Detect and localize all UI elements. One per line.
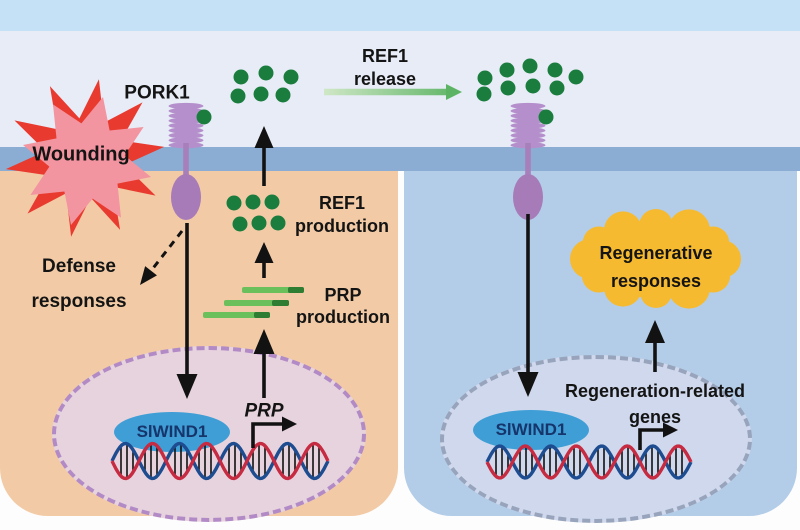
pork1-receptor-coil-right xyxy=(510,107,546,114)
arrow-dashed-defense xyxy=(149,230,184,272)
regenerative-cloud xyxy=(584,220,728,298)
pork1-receptor-kinase-domain-left xyxy=(171,174,201,220)
pork1-receptor-coil-left xyxy=(168,137,204,144)
label-regenerative-line2: responses xyxy=(610,271,702,291)
arrow-genes-to-regeneration-head xyxy=(645,320,665,343)
label-regeneration-line1: Regeneration-related xyxy=(564,381,746,401)
ref1-peptide-dot-cytoplasm xyxy=(270,215,286,231)
ref1-peptide-dot-released-right xyxy=(549,80,565,96)
ref1-peptide-dot-cytoplasm xyxy=(226,195,242,211)
pork1-receptor-coil-left xyxy=(168,117,204,124)
label-prp-gene: PRP xyxy=(244,400,284,422)
ref1-peptide-dot-cytoplasm xyxy=(264,194,280,210)
genes-transcription-arrow xyxy=(638,428,664,450)
arrow-ref1-secretion-head xyxy=(254,126,274,148)
pork1-receptor-coil-left xyxy=(168,132,204,139)
ref1-peptide-dot-released-right xyxy=(500,80,516,96)
ref1-peptide-dot-released-left xyxy=(283,69,299,85)
label-ref1-production-line2: production xyxy=(295,216,389,236)
ref1-peptide-dot-released-left xyxy=(253,86,269,102)
wounding-star-pink xyxy=(23,97,151,225)
slwind1-label-right: SlWIND1 xyxy=(495,420,567,439)
ref1-peptide-dot-released-left xyxy=(258,65,274,81)
pork1-receptor-coil-right xyxy=(510,137,546,144)
label-defense-line1: Defense xyxy=(42,256,116,277)
arrow-receptor-to-nucleus-left-head xyxy=(176,374,198,399)
ref1-peptide-dot-bound-right xyxy=(538,109,554,125)
ref1-peptide-dot-released-right xyxy=(525,78,541,94)
pork1-receptor-coil-left xyxy=(168,112,204,119)
label-defense-line2: responses xyxy=(31,291,127,312)
ref1-peptide-dot-released-right xyxy=(522,58,538,74)
ref1-peptide-dot-released-right xyxy=(568,69,584,85)
ref1-peptide-dot-cytoplasm xyxy=(245,194,261,210)
prp-transcript-cap-3 xyxy=(254,312,270,318)
dna-left-strand-red xyxy=(110,441,330,481)
prp-transcript-cap-1 xyxy=(288,287,304,293)
pork1-receptor-coil-left xyxy=(168,107,204,114)
pork1-receptor-coil-right xyxy=(510,127,546,134)
label-ref1-release-line2: release xyxy=(353,69,417,89)
ref1-peptide-dot-released-right xyxy=(477,70,493,86)
label-regenerative-line1: Regenerative xyxy=(599,243,713,263)
pork1-receptor-coil-right xyxy=(510,122,546,129)
label-regenerative-responses: Regenerative responses xyxy=(599,239,712,295)
ref1-peptide-dot-cytoplasm xyxy=(251,215,267,231)
genes-transcription-arrow-head xyxy=(663,422,678,438)
arrow-dashed-defense-head xyxy=(140,266,157,285)
label-ref1-release: REF1 release xyxy=(354,45,416,91)
pork1-receptor-coil-left xyxy=(168,127,204,134)
ref1-peptide-dot-released-left xyxy=(233,69,249,85)
outer-environment-band xyxy=(0,0,800,31)
label-prp-production-line1: PRP xyxy=(324,285,362,305)
pork1-receptor-coil-left xyxy=(168,102,204,110)
label-regeneration-line2: genes xyxy=(628,407,682,427)
label-ref1-release-line1: REF1 xyxy=(361,46,408,66)
slwind1-transcription-factor-right: SlWIND1 xyxy=(473,410,589,450)
prp-transcription-arrow xyxy=(251,422,283,448)
ref1-release-arrow-head xyxy=(446,84,462,100)
label-defense-responses: Defense responses xyxy=(31,249,126,319)
pork1-receptor-coil-right xyxy=(510,132,546,139)
arrow-nucleus-to-prp-head xyxy=(253,329,275,354)
pork1-receptor-kinase-domain-right xyxy=(513,174,543,220)
prp-transcription-arrow-head xyxy=(282,416,297,432)
arrow-receptor-to-nucleus-right-head xyxy=(517,372,539,397)
prp-transcript-cap-2 xyxy=(272,300,289,306)
pork1-receptor-coil-right xyxy=(510,117,546,124)
prp-transcript-3 xyxy=(203,312,270,318)
dna-right-strand-red xyxy=(485,444,693,480)
arrow-prp-to-ref1-head xyxy=(254,242,274,263)
label-ref1-production-line1: REF1 xyxy=(318,193,366,213)
pork1-receptor-coil-right xyxy=(510,112,546,119)
ref1-peptide-dot-bound-left xyxy=(196,109,212,125)
label-wounding: Wounding xyxy=(32,143,130,166)
slwind1-label-left: SlWIND1 xyxy=(136,422,208,441)
label-pork1: PORK1 xyxy=(124,82,190,104)
ref1-peptide-dot-released-right xyxy=(476,86,492,102)
ref1-peptide-dot-released-left xyxy=(275,87,291,103)
pork1-receptor-stem-left xyxy=(183,143,189,179)
label-prp-production: PRP production xyxy=(296,284,390,328)
label-prp-production-line2: production xyxy=(296,307,390,327)
pork1-receptor-stem-right xyxy=(525,143,531,179)
label-ref1-production: REF1 production xyxy=(295,192,389,238)
pork1-receptor-coil-right xyxy=(510,102,546,110)
ref1-peptide-dot-released-left xyxy=(230,88,246,104)
pork1-receptor-coil-left xyxy=(168,122,204,129)
ref1-peptide-dot-cytoplasm xyxy=(232,216,248,232)
ref1-peptide-dot-released-right xyxy=(499,62,515,78)
label-regeneration-related-genes: Regeneration-related genes xyxy=(565,378,745,430)
neighbor-cell-nucleus xyxy=(440,355,752,523)
ref1-peptide-dot-released-right xyxy=(547,62,563,78)
